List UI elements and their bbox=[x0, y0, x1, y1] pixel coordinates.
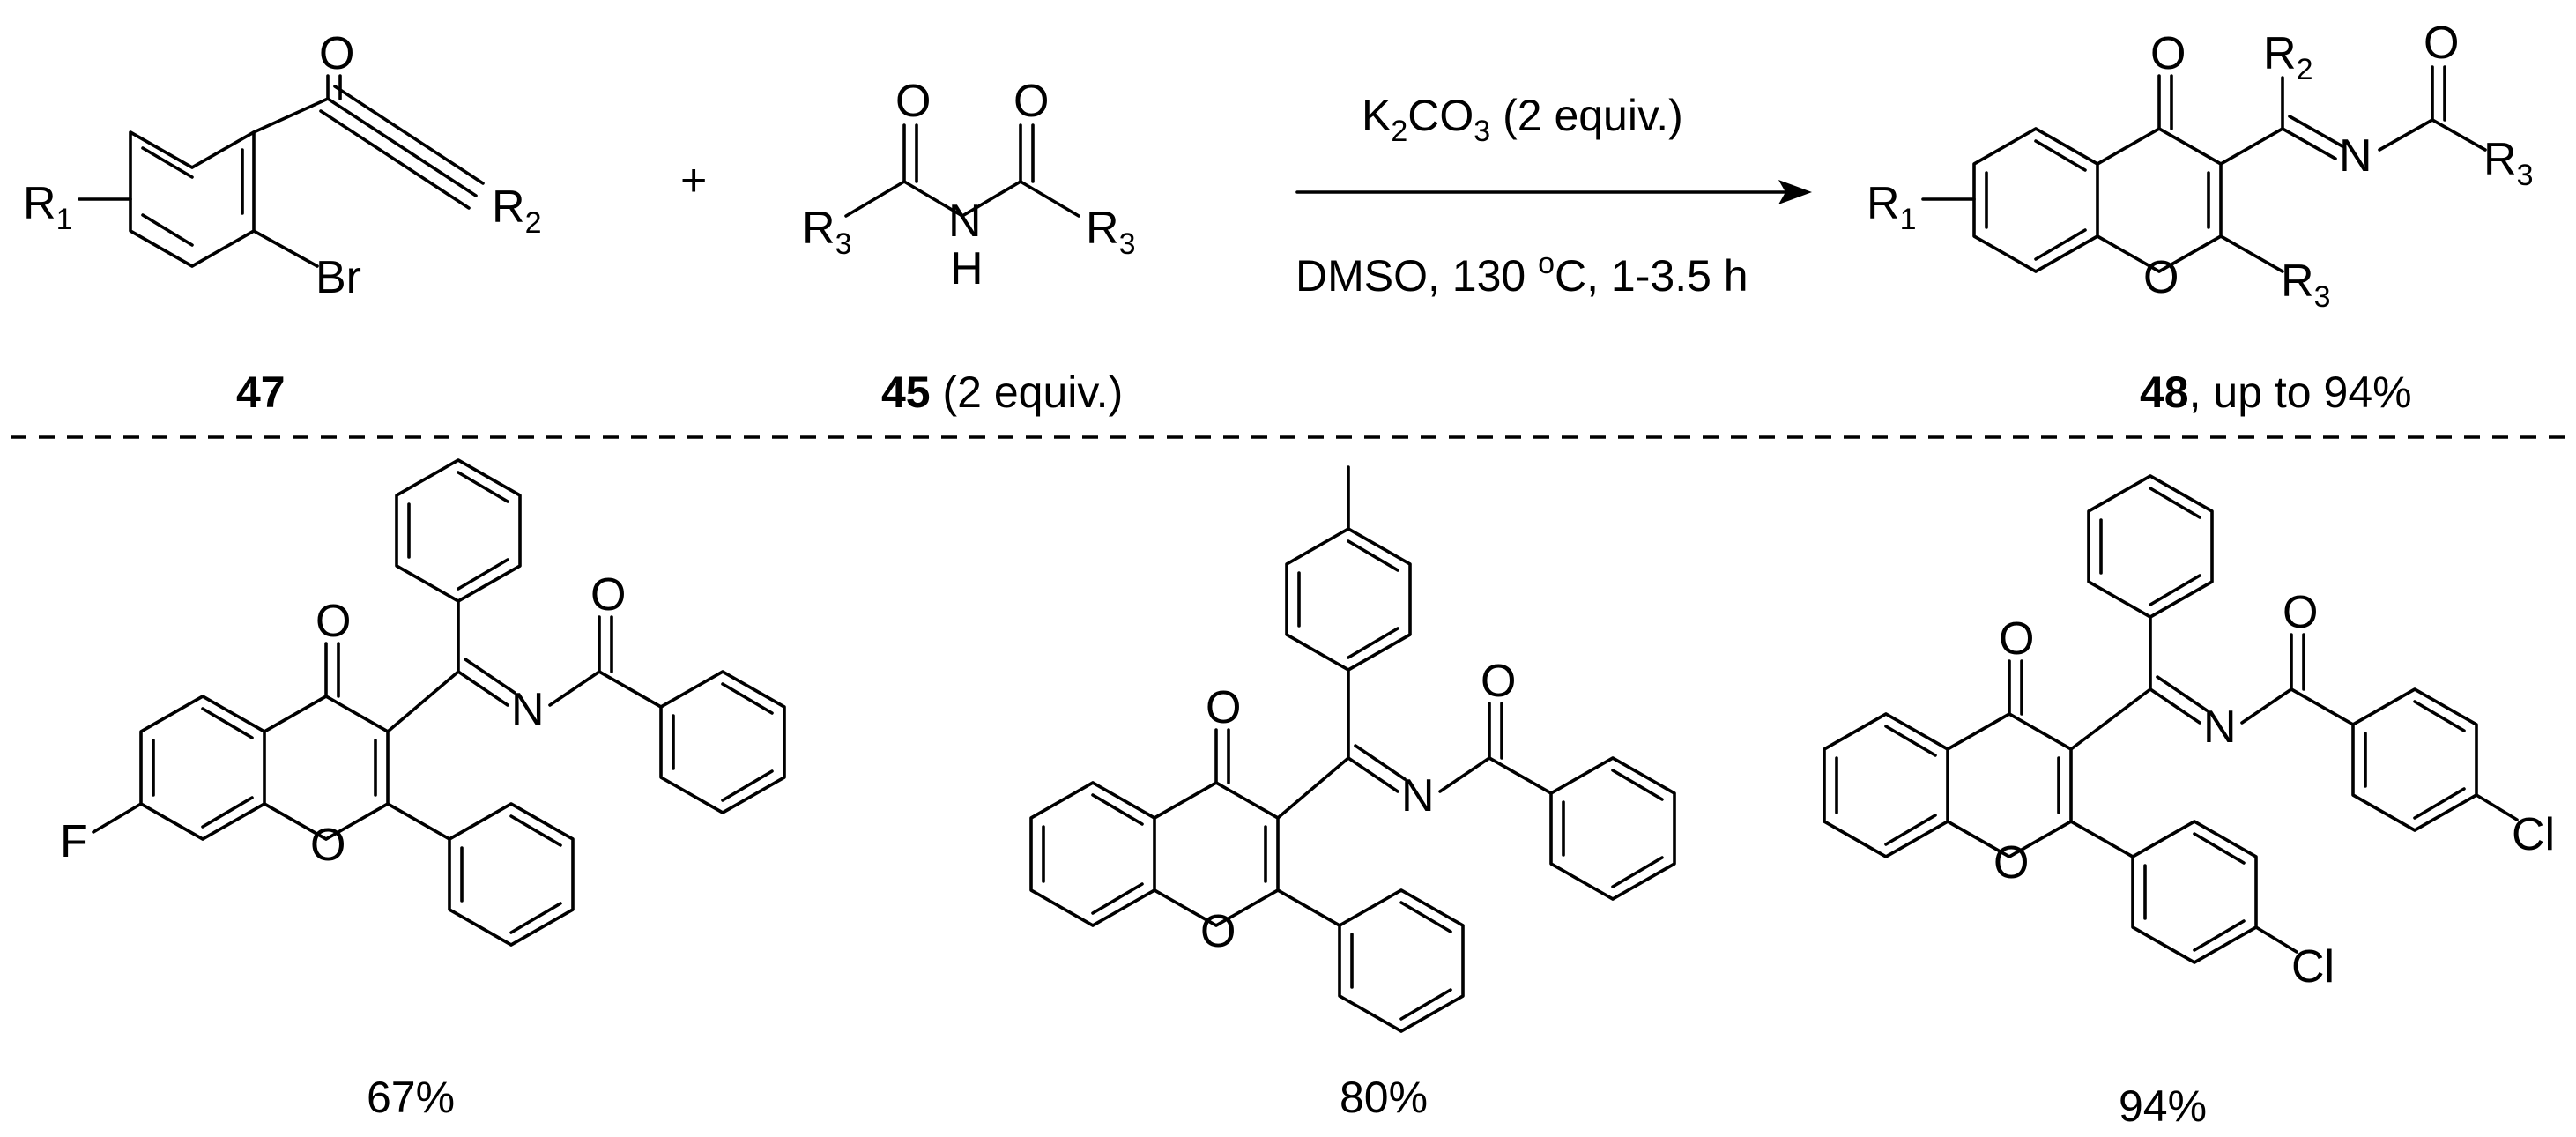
r3-amide-label-48: R3 bbox=[2483, 134, 2533, 192]
compound-48-structure bbox=[1921, 65, 2487, 273]
carbonyl-oxygen-47: O bbox=[319, 28, 354, 79]
ex3-imine-nitrogen: N bbox=[2203, 702, 2237, 753]
chromone-carbonyl-oxygen-48: O bbox=[2150, 28, 2186, 79]
reaction-arrow bbox=[1295, 180, 1812, 204]
ex1-fluorine-label: F bbox=[60, 816, 88, 867]
ex1-imine-nitrogen: N bbox=[511, 684, 545, 735]
carbonyl-oxygen-45a: O bbox=[895, 76, 931, 127]
example-2-yield: 80% bbox=[1340, 1073, 1428, 1122]
r3-right-label-45: R3 bbox=[1086, 203, 1135, 261]
ex2-imine-nitrogen: N bbox=[1401, 770, 1435, 821]
ex1-ring-oxygen: O bbox=[310, 820, 345, 871]
plus-sign: + bbox=[680, 155, 707, 206]
ex3-amide-oxygen: O bbox=[2283, 587, 2318, 638]
conditions-label: DMSO, 130 oC, 1-3.5 h bbox=[1295, 247, 1748, 301]
r1-label-48: R1 bbox=[1867, 178, 1916, 236]
example-1-yield: 67% bbox=[367, 1073, 455, 1122]
example-3-yield: 94% bbox=[2119, 1081, 2207, 1131]
example-2-structure bbox=[1029, 465, 1676, 1033]
imine-nitrogen-48: N bbox=[2339, 130, 2372, 182]
carbonyl-oxygen-45b: O bbox=[1013, 76, 1049, 127]
r2-label-48: R2 bbox=[2263, 28, 2312, 86]
example-3-structure bbox=[1823, 474, 2519, 964]
nitrogen-label-45: N bbox=[948, 196, 982, 247]
reagent-label: K2CO3 (2 equiv.) bbox=[1362, 91, 1683, 148]
ex3-carbonyl-oxygen: O bbox=[1999, 613, 2034, 665]
example-1-structure bbox=[92, 458, 786, 947]
compound-45-label: 45 (2 equiv.) bbox=[881, 368, 1123, 417]
ex1-amide-oxygen: O bbox=[590, 569, 626, 621]
ex1-carbonyl-oxygen: O bbox=[316, 596, 351, 647]
ex2-ring-oxygen: O bbox=[1200, 906, 1236, 957]
ex2-amide-oxygen: O bbox=[1481, 656, 1516, 707]
r3-ring-label-48: R3 bbox=[2281, 256, 2330, 314]
ex3-chlorine-right: Cl bbox=[2512, 809, 2555, 860]
compound-47-structure bbox=[78, 74, 485, 268]
ex3-ring-oxygen: O bbox=[1993, 837, 2029, 888]
amide-oxygen-48: O bbox=[2424, 18, 2459, 69]
hydrogen-label-45: H bbox=[950, 243, 984, 294]
compound-48-label: 48, up to 94% bbox=[2140, 368, 2412, 417]
r1-label-47: R1 bbox=[23, 178, 72, 236]
compound-45-structure bbox=[844, 123, 1080, 218]
r3-left-label-45: R3 bbox=[802, 203, 851, 261]
compound-47-label: 47 bbox=[236, 368, 286, 417]
ex2-carbonyl-oxygen: O bbox=[1206, 682, 1241, 733]
r2-label-47: R2 bbox=[492, 182, 541, 240]
bromine-label: Br bbox=[316, 252, 361, 303]
ex3-chlorine-bottom: Cl bbox=[2291, 941, 2335, 992]
ring-oxygen-48: O bbox=[2143, 252, 2179, 303]
